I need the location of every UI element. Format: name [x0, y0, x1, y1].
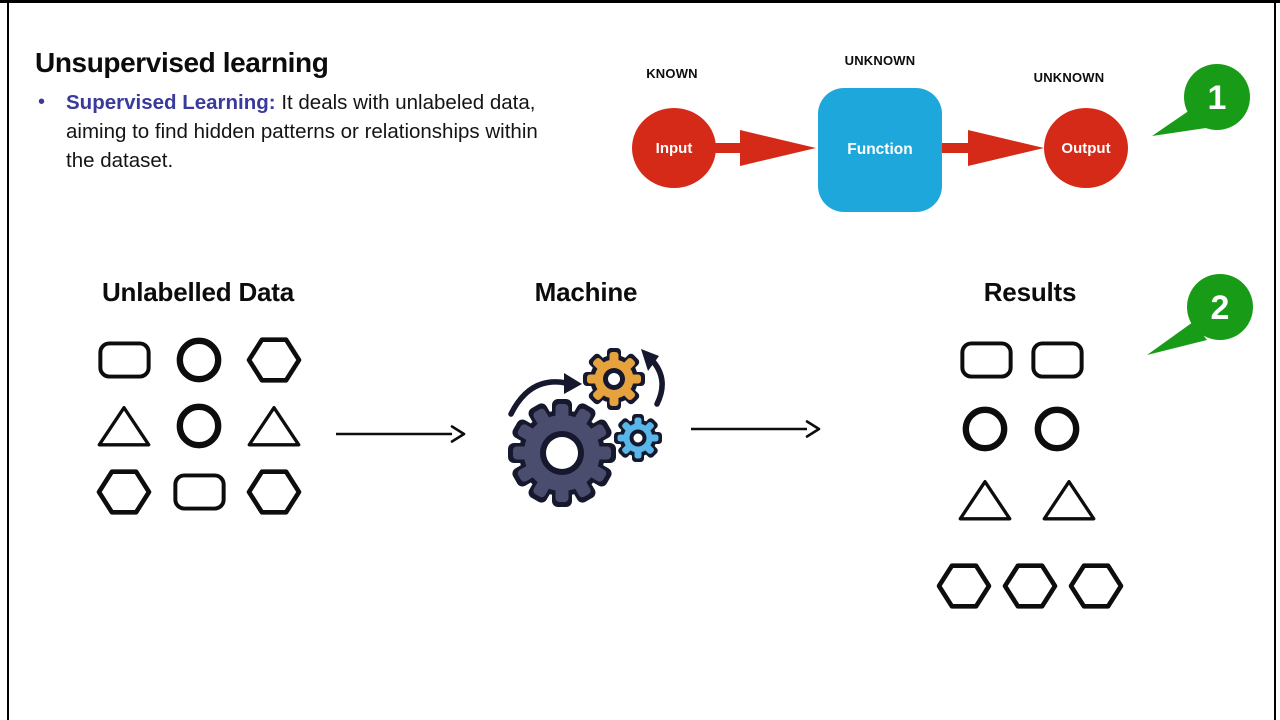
known-label: KNOWN [646, 66, 698, 81]
hexagon-shape [1002, 561, 1058, 616]
machine-heading: Machine [534, 277, 638, 307]
unlabelled-grid-row [96, 334, 302, 386]
red-arrow-icon [942, 130, 1044, 166]
rounded-rect-shape [96, 341, 152, 379]
triangle-shape [246, 404, 302, 448]
triangle-shape [957, 478, 1013, 527]
hexagon-shape [246, 467, 302, 517]
orange-gear [583, 348, 645, 410]
unlabelled-grid-row [96, 466, 302, 518]
results-row [960, 341, 1084, 384]
function-node: Function [818, 88, 942, 212]
output-node-label: Output [1061, 139, 1111, 157]
circle-shape [1034, 406, 1080, 457]
large-gear [508, 399, 616, 507]
triangle-shape [96, 404, 152, 448]
circle-shape [171, 403, 227, 449]
hexagon-shape [1068, 561, 1124, 616]
bullet-lead: Supervised Learning: [66, 91, 276, 114]
output-node: Output [1044, 108, 1128, 188]
rounded-rect-shape [171, 473, 227, 511]
hexagon-shape [936, 561, 992, 616]
page-title: Unsupervised learning [35, 46, 329, 78]
bullet-line-1-text: It deals with unlabeled data, [281, 91, 536, 114]
input-node: Input [632, 108, 716, 188]
unknown-function-label: UNKNOWN [844, 53, 916, 68]
blue-gear [614, 414, 662, 462]
input-node-label: Input [655, 139, 693, 157]
bullet-line-3: the dataset. [66, 149, 174, 172]
rounded-rect-shape [960, 341, 1013, 384]
bullet-line-1: Supervised Learning: It deals with unlab… [66, 88, 628, 117]
circle-shape [962, 406, 1008, 457]
unknown-output-label: UNKNOWN [1033, 70, 1105, 85]
triangle-shape [1041, 478, 1097, 527]
flow-arrow-icon [691, 420, 821, 438]
callout-1-bubble: 1 [1152, 64, 1250, 136]
unlabelled-data-heading: Unlabelled Data [101, 277, 295, 307]
rounded-rect-shape [1031, 341, 1084, 384]
hexagon-shape [246, 335, 302, 385]
bullet-text: Supervised Learning: It deals with unlab… [66, 88, 628, 175]
hexagon-shape [96, 467, 152, 517]
results-row [962, 406, 1080, 457]
frame-border-top [0, 0, 1280, 3]
bullet-item: • Supervised Learning: It deals with unl… [38, 88, 628, 175]
unlabelled-grid-row [96, 400, 302, 452]
callout-2-bubble: 2 [1147, 274, 1253, 355]
flow-arrow-icon [336, 425, 466, 443]
frame-border-right [1274, 0, 1276, 720]
callout-2-number: 2 [1211, 289, 1230, 327]
circle-shape [171, 337, 227, 383]
gears-icon [508, 348, 665, 507]
results-row [957, 478, 1097, 527]
results-heading: Results [983, 277, 1077, 307]
results-row [936, 561, 1124, 616]
bullet-line-2: aiming to find hidden patterns or relati… [66, 120, 538, 143]
function-node-label: Function [847, 141, 913, 158]
frame-border-left [7, 0, 9, 720]
callout-1-number: 1 [1208, 79, 1227, 117]
red-arrow-icon [714, 130, 816, 166]
bullet-marker: • [38, 91, 46, 113]
